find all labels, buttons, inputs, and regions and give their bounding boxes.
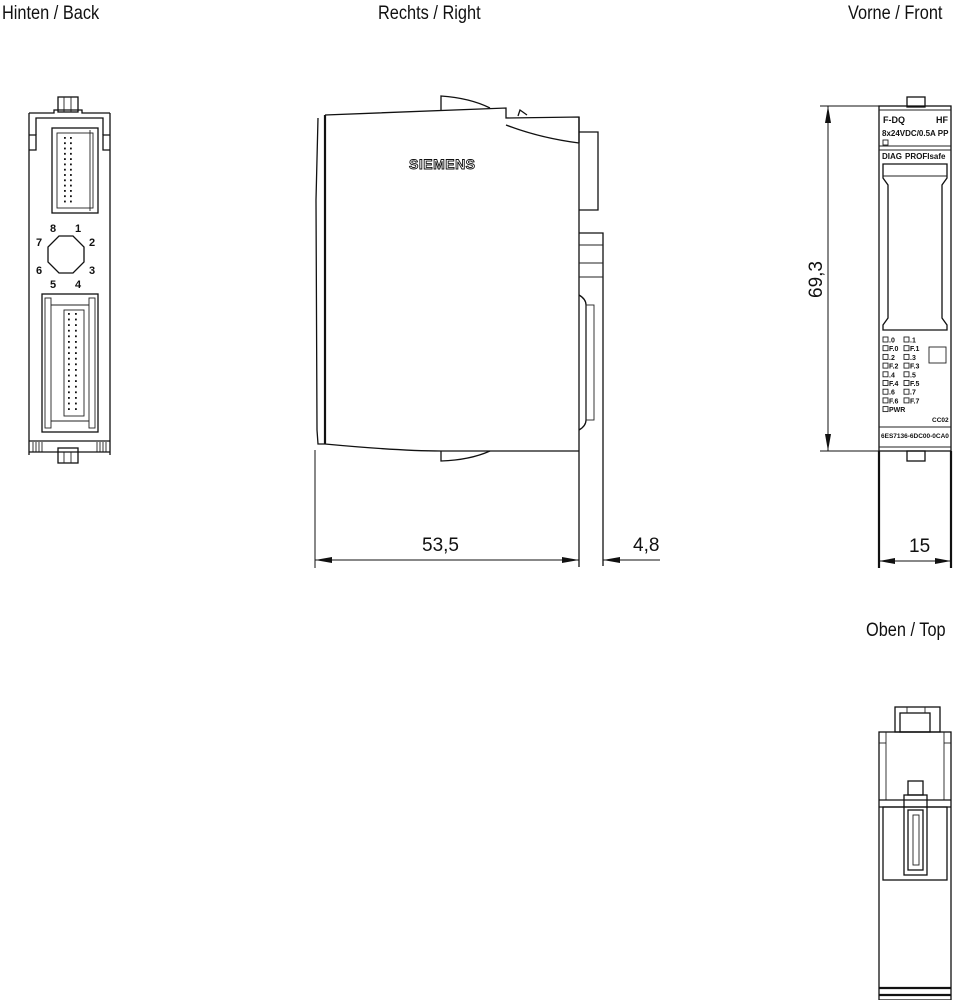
pin-label-1: 1 [75,223,81,235]
pin-label-8: 8 [50,223,56,235]
connector-depth-dimension: 4,8 [633,535,659,556]
height-dimension: 69,3 [806,261,827,298]
led-label: .0 [889,338,895,345]
color-code: CC02 [932,417,949,424]
pin-label-5: 5 [50,279,56,291]
led-label: F.1 [910,346,919,353]
pin-label-2: 2 [89,237,95,249]
led-indicator [903,380,910,386]
led-label: F.0 [889,346,898,353]
led-column-right: .1F.1 .3F.3.5F.5 .7F.7 [903,336,919,405]
coding-octagon [47,235,85,274]
pin-label-7: 7 [36,237,42,249]
led-label: F.4 [889,381,898,388]
back-view: 8 1 7 2 6 3 5 4 [28,96,111,464]
led-label: F.7 [910,398,919,405]
top-view-title: Oben / Top [866,620,946,641]
back-view-title: Hinten / Back [2,3,100,24]
led-indicator [882,380,889,386]
led-label: F.5 [910,381,919,388]
module-led [882,139,889,146]
right-view: SIEMENS 53,5 4,8 [314,95,660,568]
front-view: F-DQ HF 8x24VDC/0.5A PP DIAG PROFIsafe .… [806,96,953,568]
article-number: 6ES7136-6DC00-0CA0 [881,433,949,440]
module-name: F-DQ [883,115,905,125]
led-label: F.2 [889,364,898,371]
led-indicator [882,397,889,404]
led-indicator [882,406,889,413]
module-spec: 8x24VDC/0.5A PP [882,129,949,138]
led-label: .4 [889,372,895,379]
profisafe-label: PROFIsafe [905,152,946,161]
bottom-ribs [32,442,107,452]
led-label: .7 [910,390,916,397]
led-indicator [903,388,910,395]
led-indicator [903,397,910,404]
width-dimension: 15 [909,536,930,557]
led-indicator [882,388,889,395]
qr-box [928,346,947,364]
pin-label-4: 4 [75,279,82,291]
depth-dimension: 53,5 [422,535,459,556]
pin-label-3: 3 [89,265,95,277]
led-label: .2 [889,355,895,362]
led-label: .6 [889,390,895,397]
led-indicator [903,353,910,360]
led-indicator [903,371,910,378]
led-indicator [882,362,889,369]
led-label: .3 [910,355,916,362]
led-indicator [903,345,910,352]
pin-label-6: 6 [36,265,42,277]
siemens-logo: SIEMENS [409,156,476,172]
led-label: .1 [910,338,916,345]
upper-connector-pins [64,137,72,203]
led-indicator [903,362,910,369]
diag-label: DIAG [882,152,902,161]
led-label: F.3 [910,364,919,371]
top-view [878,706,952,1000]
right-view-title: Rechts / Right [378,3,481,24]
led-indicator [882,345,889,352]
module-class: HF [936,115,948,125]
led-indicator [882,371,889,378]
led-label: F.6 [889,398,898,405]
led-indicator [903,336,910,343]
led-indicator [882,336,889,343]
front-view-title: Vorne / Front [848,3,943,24]
led-label: .5 [910,372,916,379]
led-indicator [882,353,889,360]
led-label: PWR [889,407,905,414]
